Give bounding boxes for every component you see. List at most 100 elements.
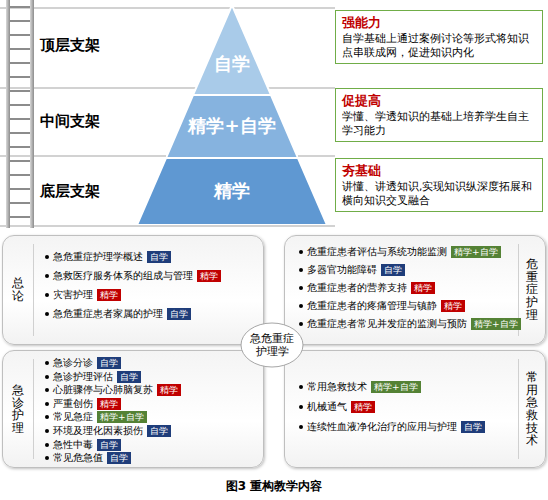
box-body: 自学基础上通过案例讨论等形式将知识点串联成网，促进知识内化 — [342, 31, 536, 59]
topic-item: 灾害护理 — [53, 289, 93, 301]
oval-label: 急危重症护理学 — [249, 322, 295, 368]
band-label: 精学+自学 — [166, 114, 298, 138]
bullet-dot — [299, 425, 303, 429]
study-tag: 精学 — [157, 384, 181, 396]
topic-item: 常用急救技术 — [307, 381, 367, 393]
panel-heading: 总论 — [12, 277, 24, 302]
study-tag: 自学 — [147, 251, 171, 263]
tag-label: 精学+自学 — [374, 382, 418, 392]
topic-item: 常见急症 — [53, 411, 93, 423]
center-oval: 急危重症护理学 — [240, 322, 304, 368]
bullet-dot — [45, 312, 49, 316]
band-fill — [137, 158, 327, 225]
band-label: 自学 — [193, 52, 271, 76]
box-heading: 促提高 — [342, 92, 536, 109]
topic-item: 严重创伤 — [53, 398, 93, 410]
bullet-dot — [299, 322, 303, 326]
box-body: 讲懂、讲透知识,实现知识纵深度拓展和横向知识交叉融合 — [342, 179, 536, 207]
topic-item: 多器官功能障碍 — [307, 264, 377, 276]
study-tag: 自学 — [461, 421, 485, 433]
panel-heading: 危重症护理 — [526, 258, 538, 321]
tag-label: 自学 — [150, 426, 168, 436]
study-tag: 精学+自学 — [451, 246, 501, 258]
topic-item: 连续性血液净化治疗的应用与护理 — [307, 421, 457, 433]
band-fill — [166, 95, 298, 158]
bullet-dot — [299, 405, 303, 409]
tag-label: 自学 — [384, 265, 402, 275]
topic-item: 心脏骤停与心肺脑复苏 — [53, 384, 153, 396]
panel-heading: 常用急救技术 — [526, 371, 538, 447]
bullet-dot — [299, 304, 303, 308]
bullet-dot — [45, 375, 49, 379]
tier-label: 底层支架 — [40, 182, 100, 201]
study-tag: 自学 — [97, 439, 121, 451]
topic-item: 危重症患者的营养支持 — [307, 282, 407, 294]
topic-item: 机械通气 — [307, 401, 347, 413]
band-fill — [193, 5, 271, 95]
tier-label: 中间支架 — [40, 112, 100, 131]
topic-item: 急诊护理评估 — [53, 371, 113, 383]
study-tag: 精学 — [411, 282, 435, 294]
study-tag: 精学+自学 — [471, 318, 521, 330]
tier-label: 顶层支架 — [40, 36, 100, 55]
content-panel: 危重症护理危重症患者评估与系统功能监测多器官功能障碍危重症患者的营养支持危重症患… — [284, 235, 546, 345]
box-body: 学懂、学透知识的基础上培养学生自主学习能力 — [342, 109, 536, 137]
tag-label: 精学+自学 — [454, 247, 498, 257]
bullet-dot — [45, 429, 49, 433]
tag-label: 自学 — [170, 309, 188, 319]
study-tag: 精学 — [97, 289, 121, 301]
topic-item: 危重症患者常见并发症的监测与预防 — [307, 318, 467, 330]
tag-label: 精学 — [414, 283, 432, 293]
benefit-box: 强能力自学基础上通过案例讨论等形式将知识点串联成网，促进知识内化 — [335, 10, 543, 64]
side-divider — [518, 359, 519, 459]
bullet-dot — [45, 456, 49, 460]
tag-label: 自学 — [100, 358, 118, 368]
content-panel: 常用急救技术常用急救技术机械通气连续性血液净化治疗的应用与护理精学+自学精学自学 — [284, 350, 546, 468]
study-tag: 精学 — [197, 270, 221, 282]
bullet-dot — [45, 255, 49, 259]
box-heading: 强能力 — [342, 14, 536, 31]
tag-label: 精学 — [444, 301, 462, 311]
tag-label: 精学+自学 — [474, 319, 518, 329]
study-tag: 精学 — [97, 398, 121, 410]
side-divider — [33, 244, 34, 336]
topic-item: 急诊分诊 — [53, 357, 93, 369]
band-shape — [193, 5, 271, 95]
study-tag: 自学 — [147, 425, 171, 437]
pyramid-band: 精学 — [137, 158, 327, 225]
oval-fill — [241, 323, 303, 367]
bullet-dot — [45, 415, 49, 419]
level-line — [0, 8, 335, 226]
bullet-dot — [45, 293, 49, 297]
study-tag: 自学 — [381, 264, 405, 276]
bullet-dot — [299, 250, 303, 254]
topic-item: 急救医疗服务体系的组成与管理 — [53, 270, 193, 282]
bullet-dot — [45, 274, 49, 278]
study-tag: 精学 — [351, 401, 375, 413]
topic-item: 急危重症护理学概述 — [53, 251, 143, 263]
tag-label: 精学 — [200, 271, 218, 281]
tag-label: 精学 — [100, 399, 118, 409]
content-panel: 总论急危重症护理学概述急救医疗服务体系的组成与管理灾害护理急危重症患者家属的护理… — [2, 235, 264, 345]
ladder-rail — [30, 0, 34, 228]
bullet-dot — [45, 443, 49, 447]
bullet-dot — [299, 385, 303, 389]
bullet-dot — [299, 286, 303, 290]
topic-item: 常见危急值 — [53, 452, 103, 464]
tag-label: 自学 — [464, 422, 482, 432]
tag-label: 精学+自学 — [100, 412, 144, 422]
band-label: 精学 — [137, 179, 327, 203]
tag-label: 自学 — [100, 440, 118, 450]
study-tag: 精学+自学 — [97, 411, 147, 423]
bullet-dot — [299, 268, 303, 272]
study-tag: 自学 — [167, 308, 191, 320]
bullet-dot — [45, 402, 49, 406]
benefit-box: 促提高学懂、学透知识的基础上培养学生自主学习能力 — [335, 88, 543, 142]
box-heading: 夯基础 — [342, 162, 536, 179]
tag-label: 精学 — [160, 385, 178, 395]
ladder-rungs — [9, 0, 31, 228]
pyramid-band: 精学+自学 — [166, 95, 298, 158]
topic-item: 危重症患者的疼痛管理与镇静 — [307, 300, 437, 312]
tag-label: 精学 — [100, 290, 118, 300]
tag-label: 精学 — [354, 402, 372, 412]
